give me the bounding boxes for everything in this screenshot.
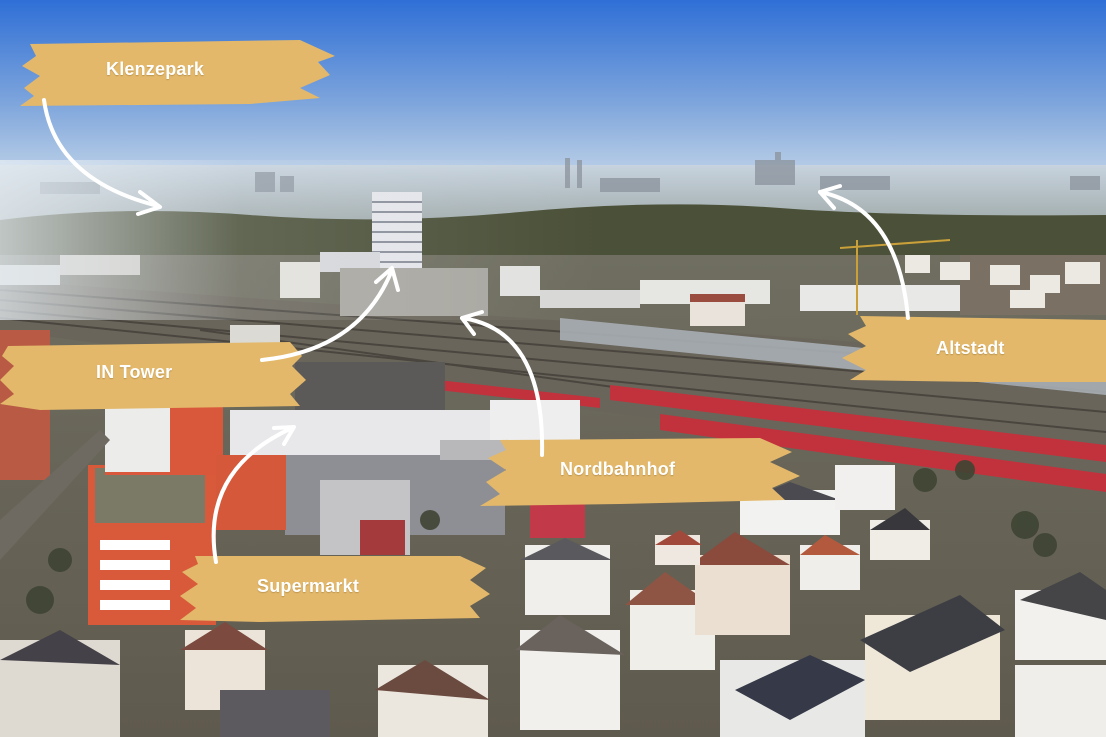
brush-klenzepark xyxy=(20,40,335,106)
label-supermarkt: Supermarkt xyxy=(257,576,360,596)
arrow-intower xyxy=(260,266,400,362)
label-nordbahnhof: Nordbahnhof xyxy=(560,459,676,479)
foreground-houses xyxy=(0,465,1106,737)
arrow-supermarkt xyxy=(211,425,296,564)
left-street xyxy=(0,430,110,560)
arrows xyxy=(42,98,910,564)
label-in-tower: IN Tower xyxy=(96,362,173,382)
fog-overlay xyxy=(0,160,600,320)
right-mid-buildings xyxy=(500,255,1106,326)
trees xyxy=(26,460,1057,614)
right-neighbourhood xyxy=(905,255,1100,308)
arrow-klenzepark xyxy=(42,98,162,216)
label-altstadt: Altstadt xyxy=(936,338,1005,358)
station-complex xyxy=(230,362,660,555)
crane xyxy=(839,239,951,315)
label-klenzepark: Klenzepark xyxy=(106,59,205,79)
brush-supermarkt xyxy=(180,556,490,622)
brush-altstadt xyxy=(842,316,1106,382)
arrow-nordbahnhof xyxy=(460,310,545,457)
brush-strokes xyxy=(0,40,1106,622)
arrow-altstadt xyxy=(818,184,910,320)
brush-nordbahnhof xyxy=(480,438,800,506)
brush-intower xyxy=(0,342,306,410)
